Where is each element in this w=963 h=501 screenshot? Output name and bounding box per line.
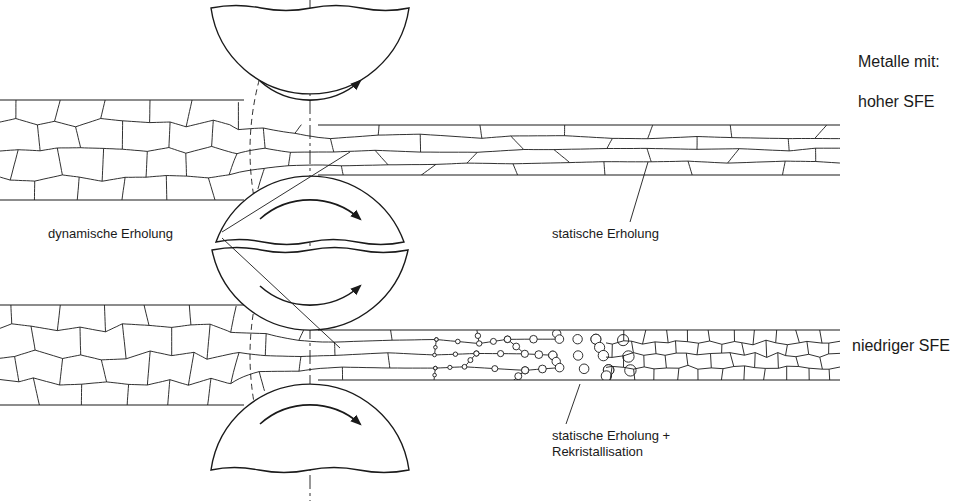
- leader-line: [222, 152, 648, 424]
- nucleus: [539, 365, 547, 373]
- material-label: niedriger SFE: [852, 336, 950, 356]
- nucleus: [530, 335, 538, 343]
- nucleus: [474, 351, 479, 356]
- nucleus: [453, 352, 457, 356]
- nucleus: [448, 365, 452, 369]
- nucleus: [504, 336, 511, 343]
- nucleus: [434, 366, 438, 370]
- nucleus: [433, 373, 437, 377]
- nucleus: [573, 351, 582, 360]
- grain-structure: [0, 96, 867, 204]
- nucleus: [513, 343, 520, 350]
- material-label: hoher SFE: [858, 92, 934, 112]
- nucleus: [462, 364, 467, 369]
- nucleus: [504, 336, 511, 343]
- nucleus: [522, 367, 529, 374]
- nucleus: [435, 338, 439, 342]
- nucleus: [468, 358, 473, 363]
- strip-outline: [0, 100, 840, 405]
- nucleus: [477, 341, 482, 346]
- recrystallized-grains: [606, 330, 840, 380]
- heading-label: Metalle mit:: [858, 52, 940, 72]
- nucleus: [475, 333, 480, 338]
- nucleus: [521, 350, 528, 357]
- nucleus: [522, 367, 529, 374]
- nucleus: [598, 350, 608, 360]
- process-label: statische Erholung: [552, 226, 659, 242]
- nucleus: [456, 339, 461, 344]
- process-label: statische Erholung + Rekristallisation: [552, 428, 702, 461]
- nucleus: [515, 373, 522, 380]
- nucleus: [433, 353, 437, 357]
- grain-boundary: [606, 330, 840, 380]
- nucleus: [618, 335, 629, 346]
- nucleus: [490, 338, 496, 344]
- nucleus: [435, 338, 439, 342]
- nucleus: [535, 351, 543, 359]
- nucleus: [555, 335, 564, 344]
- grain-boundary: [0, 96, 867, 204]
- nucleus: [555, 363, 564, 372]
- nucleus: [579, 364, 589, 374]
- process-label: dynamische Erholung: [48, 226, 173, 242]
- nucleus: [474, 351, 479, 356]
- nucleus: [498, 351, 504, 357]
- roll: [211, 6, 409, 473]
- nucleus: [573, 335, 582, 344]
- nucleus: [492, 366, 498, 372]
- nucleus: [434, 346, 438, 350]
- nucleus: [434, 366, 438, 370]
- rotation-arrow: [260, 81, 360, 424]
